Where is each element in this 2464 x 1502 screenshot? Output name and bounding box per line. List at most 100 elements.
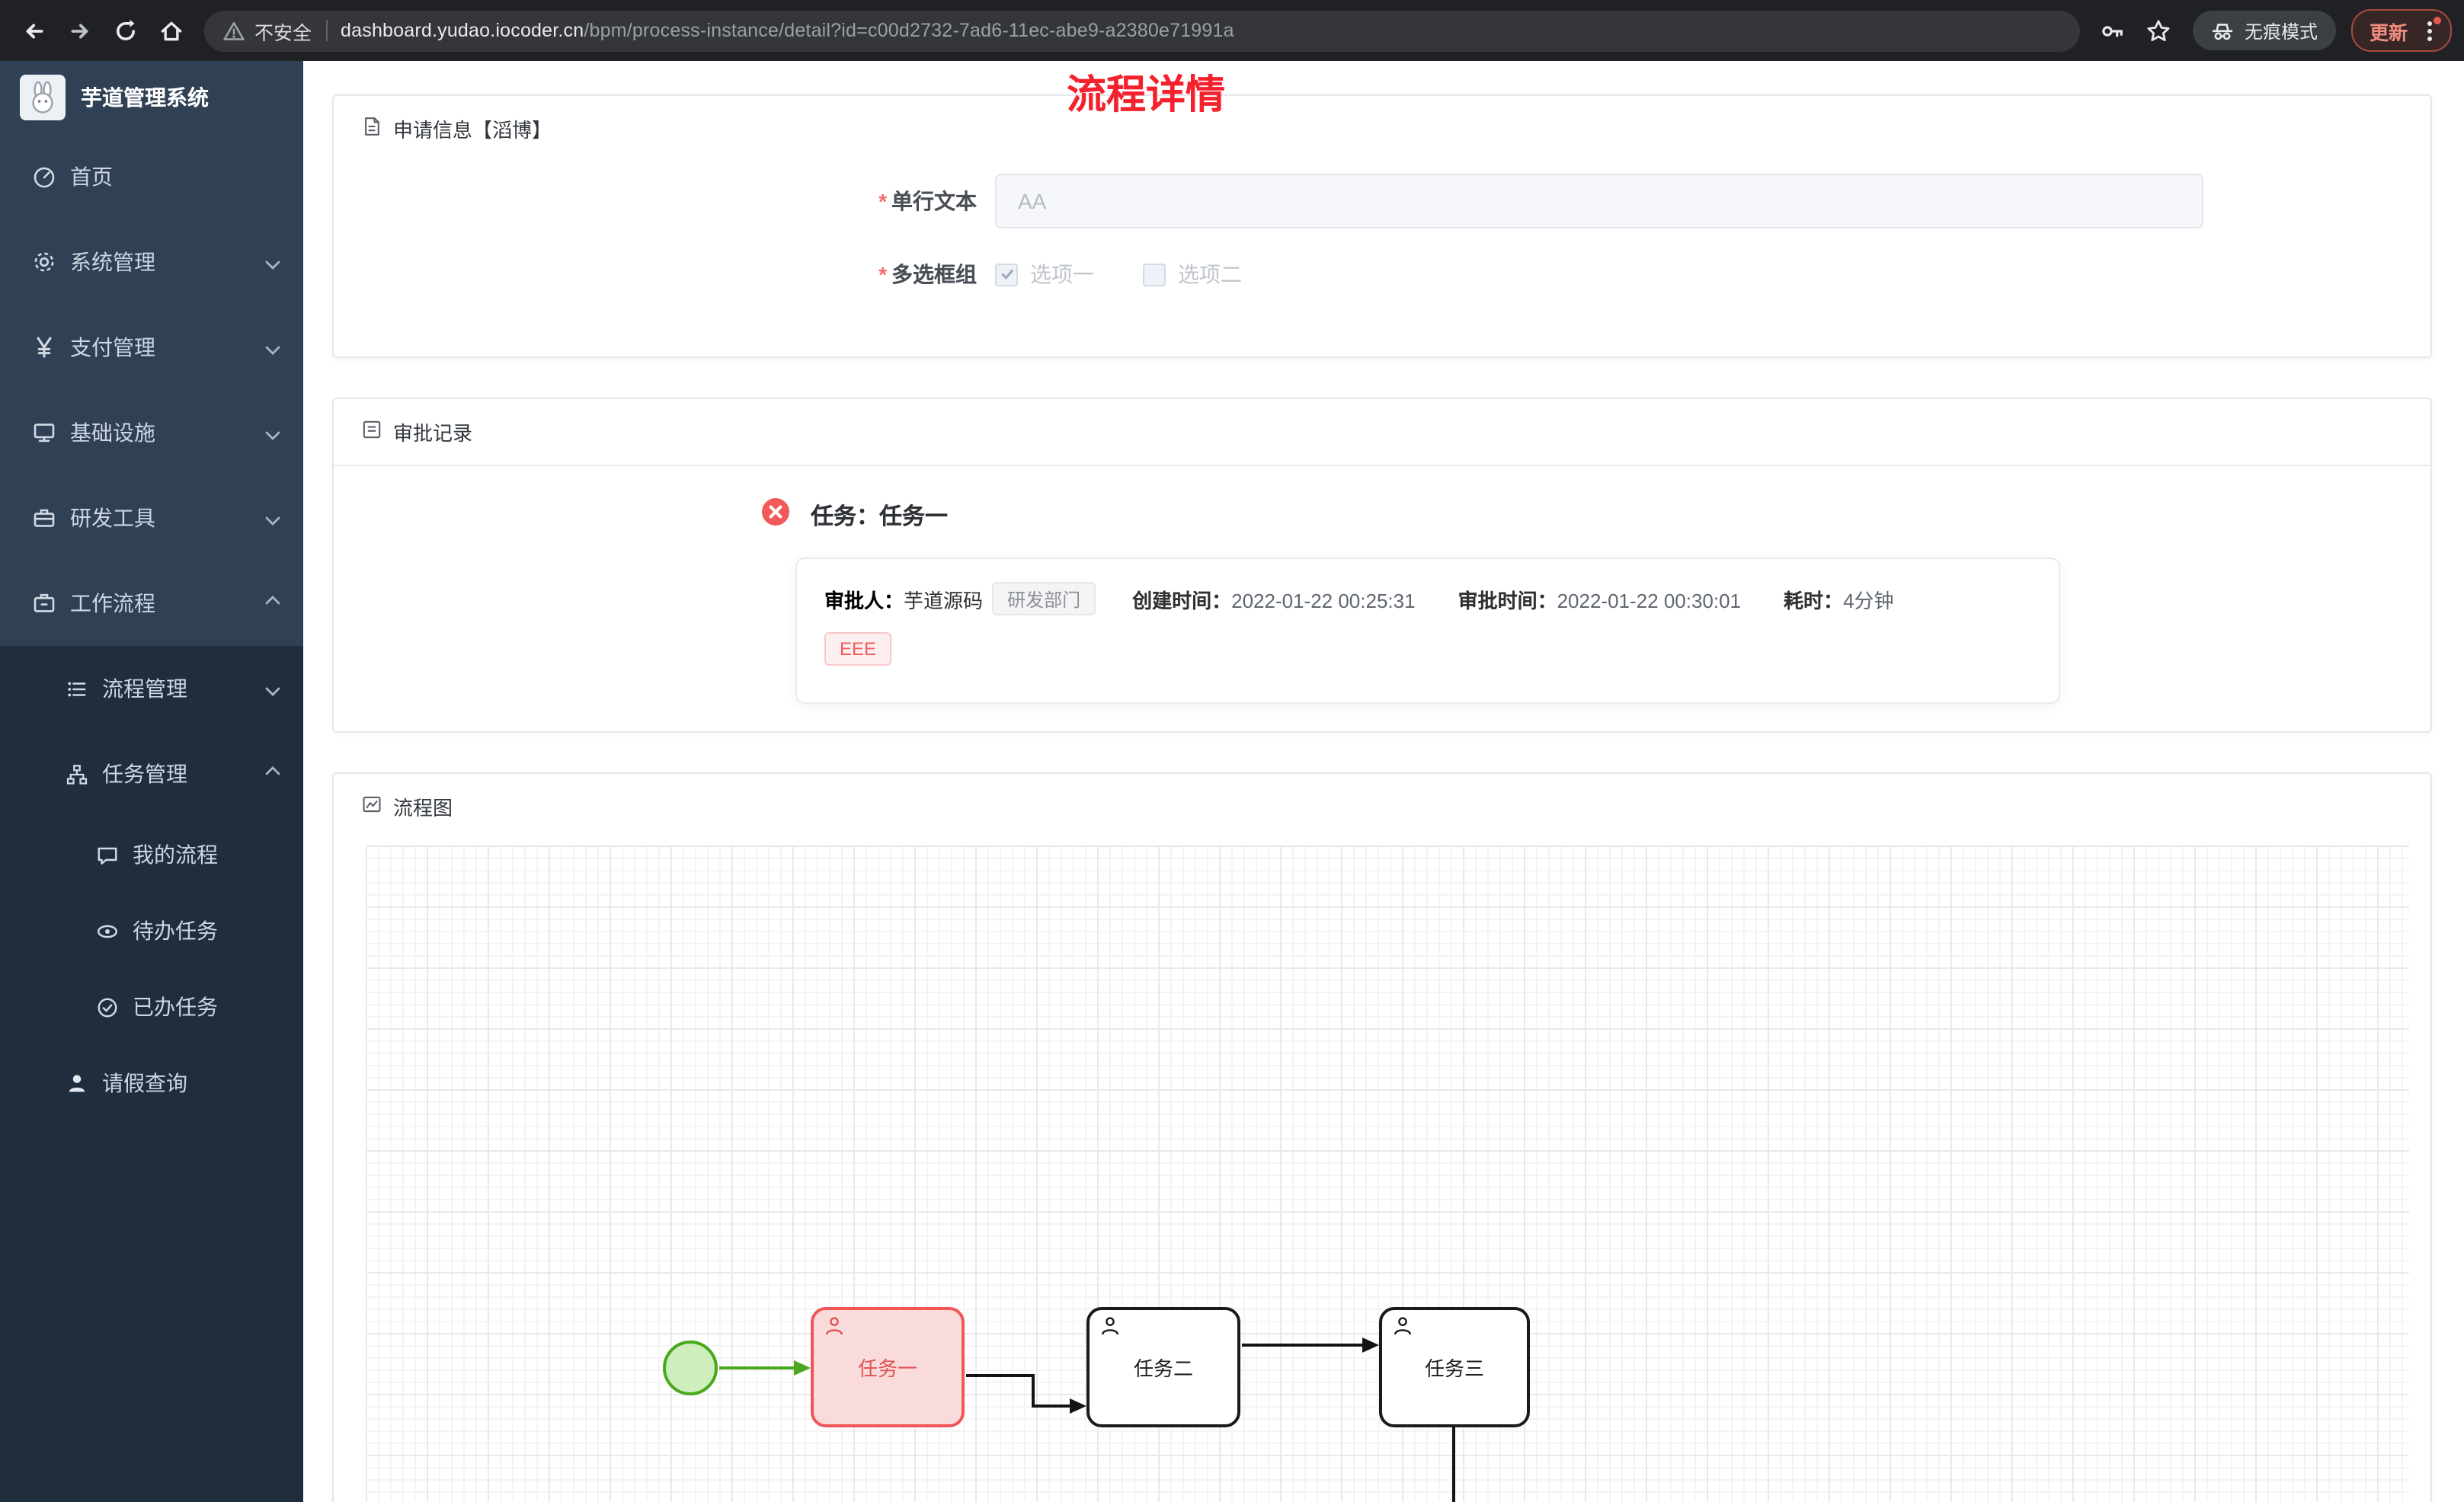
checkbox-checked-icon <box>995 263 1018 286</box>
sidebar-item-label: 我的流程 <box>133 842 218 867</box>
chevron-down-icon <box>265 335 280 360</box>
url-domain: dashboard.yudao.iocoder.cn <box>341 20 584 41</box>
user-task-icon <box>824 1316 844 1341</box>
sidebar-item-leave-query[interactable]: 请假查询 <box>0 1045 303 1121</box>
app-logo[interactable]: 芋道管理系统 <box>0 61 303 134</box>
chevron-down-icon <box>265 676 280 701</box>
sidebar-item-label: 基础设施 <box>70 420 155 445</box>
field-label-single-line: *单行文本 <box>878 189 977 213</box>
sidebar-item-todo-tasks[interactable]: 待办任务 <box>0 893 303 969</box>
bpmn-start-event[interactable] <box>663 1341 718 1395</box>
bpmn-task-1[interactable]: 任务一 <box>811 1307 965 1427</box>
sidebar-item-home[interactable]: 首页 <box>0 134 303 219</box>
bpmn-canvas[interactable]: 任务一 任务二 任务三 <box>366 845 2409 1502</box>
menu-kebab-icon[interactable] <box>2418 17 2441 43</box>
sidebar-item-label: 已办任务 <box>133 995 218 1019</box>
sidebar-item-my-processes[interactable]: 我的流程 <box>0 817 303 893</box>
checkbox-option-1: 选项一 <box>995 259 1094 289</box>
password-key-icon[interactable] <box>2092 9 2135 52</box>
task-label: 任务一 <box>857 1357 917 1380</box>
user-task-icon <box>1100 1316 1120 1341</box>
home-button[interactable] <box>149 9 192 52</box>
sidebar-item-label: 首页 <box>70 165 113 189</box>
sidebar-item-payment[interactable]: 支付管理 <box>0 305 303 390</box>
url-text: dashboard.yudao.iocoder.cn/bpm/process-i… <box>341 20 1234 41</box>
key-icon <box>2103 25 2123 37</box>
forward-button[interactable] <box>58 9 101 52</box>
sidebar-item-infrastructure[interactable]: 基础设施 <box>0 390 303 475</box>
sidebar-item-task-management[interactable]: 任务管理 <box>0 731 303 817</box>
app-logo-image <box>20 75 66 120</box>
approval-detail-box: 审批人：芋道源码 研发部门 创建时间：2022-01-22 00:25:31 审… <box>795 558 2060 704</box>
task-label: 任务三 <box>1424 1357 1484 1380</box>
duration-field: 耗时：4分钟 <box>1784 589 1894 612</box>
dept-tag: 研发部门 <box>992 582 1096 615</box>
approval-card-title: 审批记录 <box>393 422 473 445</box>
sidebar-item-process-management[interactable]: 流程管理 <box>0 646 303 731</box>
chevron-down-icon <box>265 420 280 445</box>
duration-value: 4分钟 <box>1843 589 1894 612</box>
reload-button[interactable] <box>104 9 146 52</box>
sidebar-item-label: 流程管理 <box>102 676 187 701</box>
approve-time-field: 审批时间：2022-01-22 00:30:01 <box>1458 589 1742 612</box>
single-line-text-input: AA <box>995 174 2203 228</box>
sidebar-item-label: 支付管理 <box>70 335 155 360</box>
task-title: 任务：任务一 <box>811 504 949 530</box>
create-time-value: 2022-01-22 00:25:31 <box>1231 589 1416 612</box>
star-icon <box>2148 19 2171 41</box>
browser-toolbar: 不安全 dashboard.yudao.iocoder.cn/bpm/proce… <box>0 0 2464 61</box>
form-row-checkbox: *多选框组 选项一 选项二 <box>334 259 2430 289</box>
main-content: 流程详情 申请信息【滔博】 *单行文本 AA *多选框组 <box>303 61 2464 1502</box>
record-icon <box>361 419 382 445</box>
approver-field: 审批人：芋道源码 <box>824 589 984 612</box>
address-bar[interactable]: 不安全 dashboard.yudao.iocoder.cn/bpm/proce… <box>204 10 2080 51</box>
bpmn-task-3[interactable]: 任务三 <box>1379 1307 1530 1427</box>
bookmark-button[interactable] <box>2138 9 2181 52</box>
sidebar-item-system[interactable]: 系统管理 <box>0 219 303 305</box>
chat-bubble-icon <box>94 842 119 867</box>
required-asterisk: * <box>878 262 887 286</box>
page-title: 流程详情 <box>1066 72 1226 117</box>
sidebar: 芋道管理系统 首页 系统管理 支付管理 基础设施 <box>0 61 303 1502</box>
sidebar-item-done-tasks[interactable]: 已办任务 <box>0 969 303 1045</box>
bpmn-connectors <box>663 1337 1455 1502</box>
user-task-icon <box>1393 1316 1413 1341</box>
approver-name: 芋道源码 <box>904 589 984 612</box>
checkbox-label: 选项一 <box>1030 262 1094 286</box>
security-label: 不安全 <box>254 22 312 43</box>
update-button[interactable]: 更新 <box>2350 9 2452 52</box>
monitor-icon <box>32 420 56 445</box>
create-time-field: 创建时间：2022-01-22 00:25:31 <box>1132 589 1416 612</box>
check-circle-icon <box>94 995 119 1019</box>
back-arrow-icon <box>25 23 43 38</box>
diagram-card-title: 流程图 <box>393 797 453 820</box>
required-asterisk: * <box>878 189 887 213</box>
toolbox-icon <box>32 506 56 530</box>
approval-record-card: 审批记录 任务：任务一 审批人：芋道源码 研发部门 创建时间：2022-01-2… <box>332 398 2432 733</box>
document-icon <box>361 116 382 142</box>
sidebar-item-workflow[interactable]: 工作流程 <box>0 561 303 646</box>
workflow-submenu: 流程管理 任务管理 我的流程 待办任务 <box>0 646 303 1502</box>
field-label-checkbox-group: *多选框组 <box>878 262 977 286</box>
sidebar-item-dev-tools[interactable]: 研发工具 <box>0 475 303 561</box>
chevron-down-icon <box>265 250 280 274</box>
eye-icon <box>94 919 119 943</box>
reason-tag: EEE <box>824 632 892 666</box>
chevron-up-icon <box>265 762 280 786</box>
omnibox-divider <box>325 20 328 41</box>
back-button[interactable] <box>12 9 55 52</box>
rabbit-logo-icon <box>32 81 53 113</box>
sidebar-item-label: 待办任务 <box>133 919 218 943</box>
approve-time-value: 2022-01-22 00:30:01 <box>1557 589 1742 612</box>
user-icon <box>64 1071 88 1095</box>
yen-icon <box>32 335 56 360</box>
apply-info-card: 申请信息【滔博】 *单行文本 AA *多选框组 选项一 <box>332 94 2432 358</box>
incognito-icon <box>2212 23 2233 40</box>
chevron-up-icon <box>265 591 280 615</box>
update-label: 更新 <box>2369 22 2408 43</box>
sidebar-item-label: 任务管理 <box>102 762 187 786</box>
app-title: 芋道管理系统 <box>81 85 209 110</box>
bpmn-task-2[interactable]: 任务二 <box>1086 1307 1240 1427</box>
sidebar-item-label: 系统管理 <box>70 250 155 274</box>
task-label: 任务二 <box>1133 1357 1193 1380</box>
